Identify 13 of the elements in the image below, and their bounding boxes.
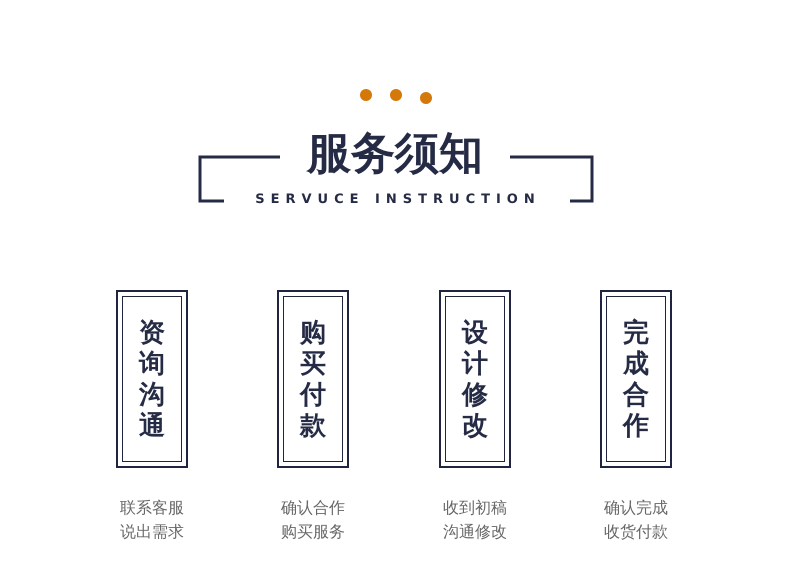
step-card <box>116 290 188 468</box>
step-caption: 联系客服说出需求 <box>119 497 185 543</box>
step-text: 购买付款 <box>300 318 326 442</box>
step-card <box>600 290 672 468</box>
step-text: 资询沟通 <box>139 318 165 442</box>
step-card <box>277 290 349 468</box>
step-caption: 确认合作购买服务 <box>280 497 346 543</box>
step-caption: 确认完成收货付款 <box>603 497 669 543</box>
step-caption: 收到初稿沟通修改 <box>442 497 508 543</box>
title-text: 服务须知 <box>307 127 483 181</box>
step-text: 设计修改 <box>462 318 488 442</box>
step-card <box>439 290 511 468</box>
step-text: 完成合作 <box>623 318 649 442</box>
